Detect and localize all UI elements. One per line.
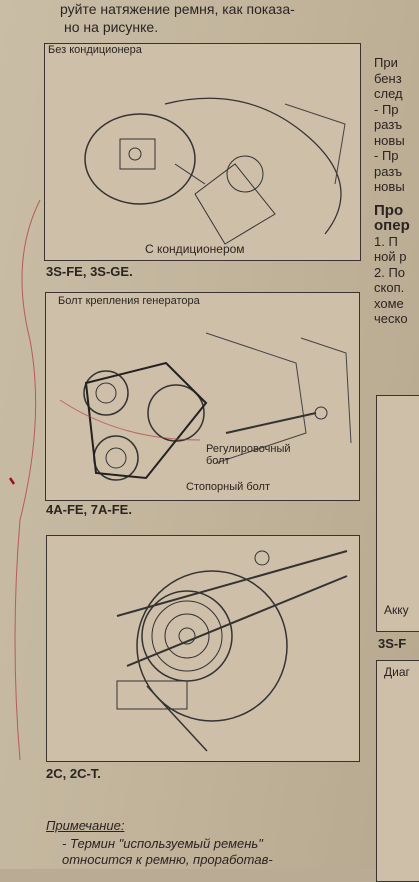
label-without-ac: Без кондиционера <box>48 44 142 56</box>
right-heading: опер <box>374 217 410 234</box>
figure-1-frame: Без кондиционера С кондиционером <box>44 43 361 261</box>
figure-2-caption: 4A-FE, 7A-FE. <box>46 502 132 517</box>
label-adjusting-line-1: Регулировочный <box>206 443 291 455</box>
figure-1-caption: 3S-FE, 3S-GE. <box>46 264 133 279</box>
label-with-ac: С кондиционером <box>145 242 245 256</box>
right-label-battery: Акку <box>384 603 409 617</box>
right-line: разъ <box>374 117 403 132</box>
figure-3-drawing <box>116 550 348 752</box>
right-line: новы <box>374 179 405 194</box>
note-line-1: - Термин "используемый ремень" <box>62 836 263 851</box>
right-label-diag: Диаг <box>384 665 410 679</box>
figure-3-caption: 2C, 2C-T. <box>46 766 101 781</box>
right-line: - Пр <box>374 148 399 163</box>
note-title: Примечание: <box>46 818 125 833</box>
right-line: след <box>374 86 403 101</box>
label-alternator-bolt: Болт крепления генератора <box>58 295 200 307</box>
label-adjusting-bolt: Регулировочный болт <box>206 443 291 467</box>
right-line: разъ <box>374 163 403 179</box>
right-line: бенз <box>374 70 402 86</box>
right-caption: 3S-F <box>378 636 407 651</box>
figure-2-frame: Болт крепления генератора Регулировочный… <box>45 292 360 501</box>
label-lock-bolt: Стопорный болт <box>186 481 270 493</box>
right-line: При <box>374 55 398 70</box>
label-adjusting-line-2: болт <box>206 455 230 467</box>
note-line-2: относится к ремню, проработав- <box>62 852 273 867</box>
intro-line-2: но на рисунке. <box>64 19 159 35</box>
right-column: При бенз след - Пр разъ новы - Пр разъ н… <box>374 0 419 327</box>
right-heading: Про <box>374 201 404 219</box>
right-line: 1. П <box>374 233 398 249</box>
intro-text: руйте натяжение ремня, как показа- но на… <box>60 0 370 36</box>
right-line: новы <box>374 132 405 148</box>
right-line: ной р <box>374 249 407 264</box>
right-figure-frame-2 <box>376 660 419 882</box>
figure-3-frame <box>46 535 360 762</box>
intro-line-1: руйте натяжение ремня, как показа- <box>60 1 295 17</box>
right-line: скоп. <box>374 280 405 295</box>
figure-2-drawing <box>83 332 352 481</box>
right-line: - Пр <box>374 101 399 117</box>
figure-1-drawing <box>84 97 346 245</box>
right-line: ческо <box>374 311 408 326</box>
right-line: хоме <box>374 295 404 311</box>
right-line: 2. По <box>374 264 406 280</box>
right-figure-frame <box>376 395 419 632</box>
